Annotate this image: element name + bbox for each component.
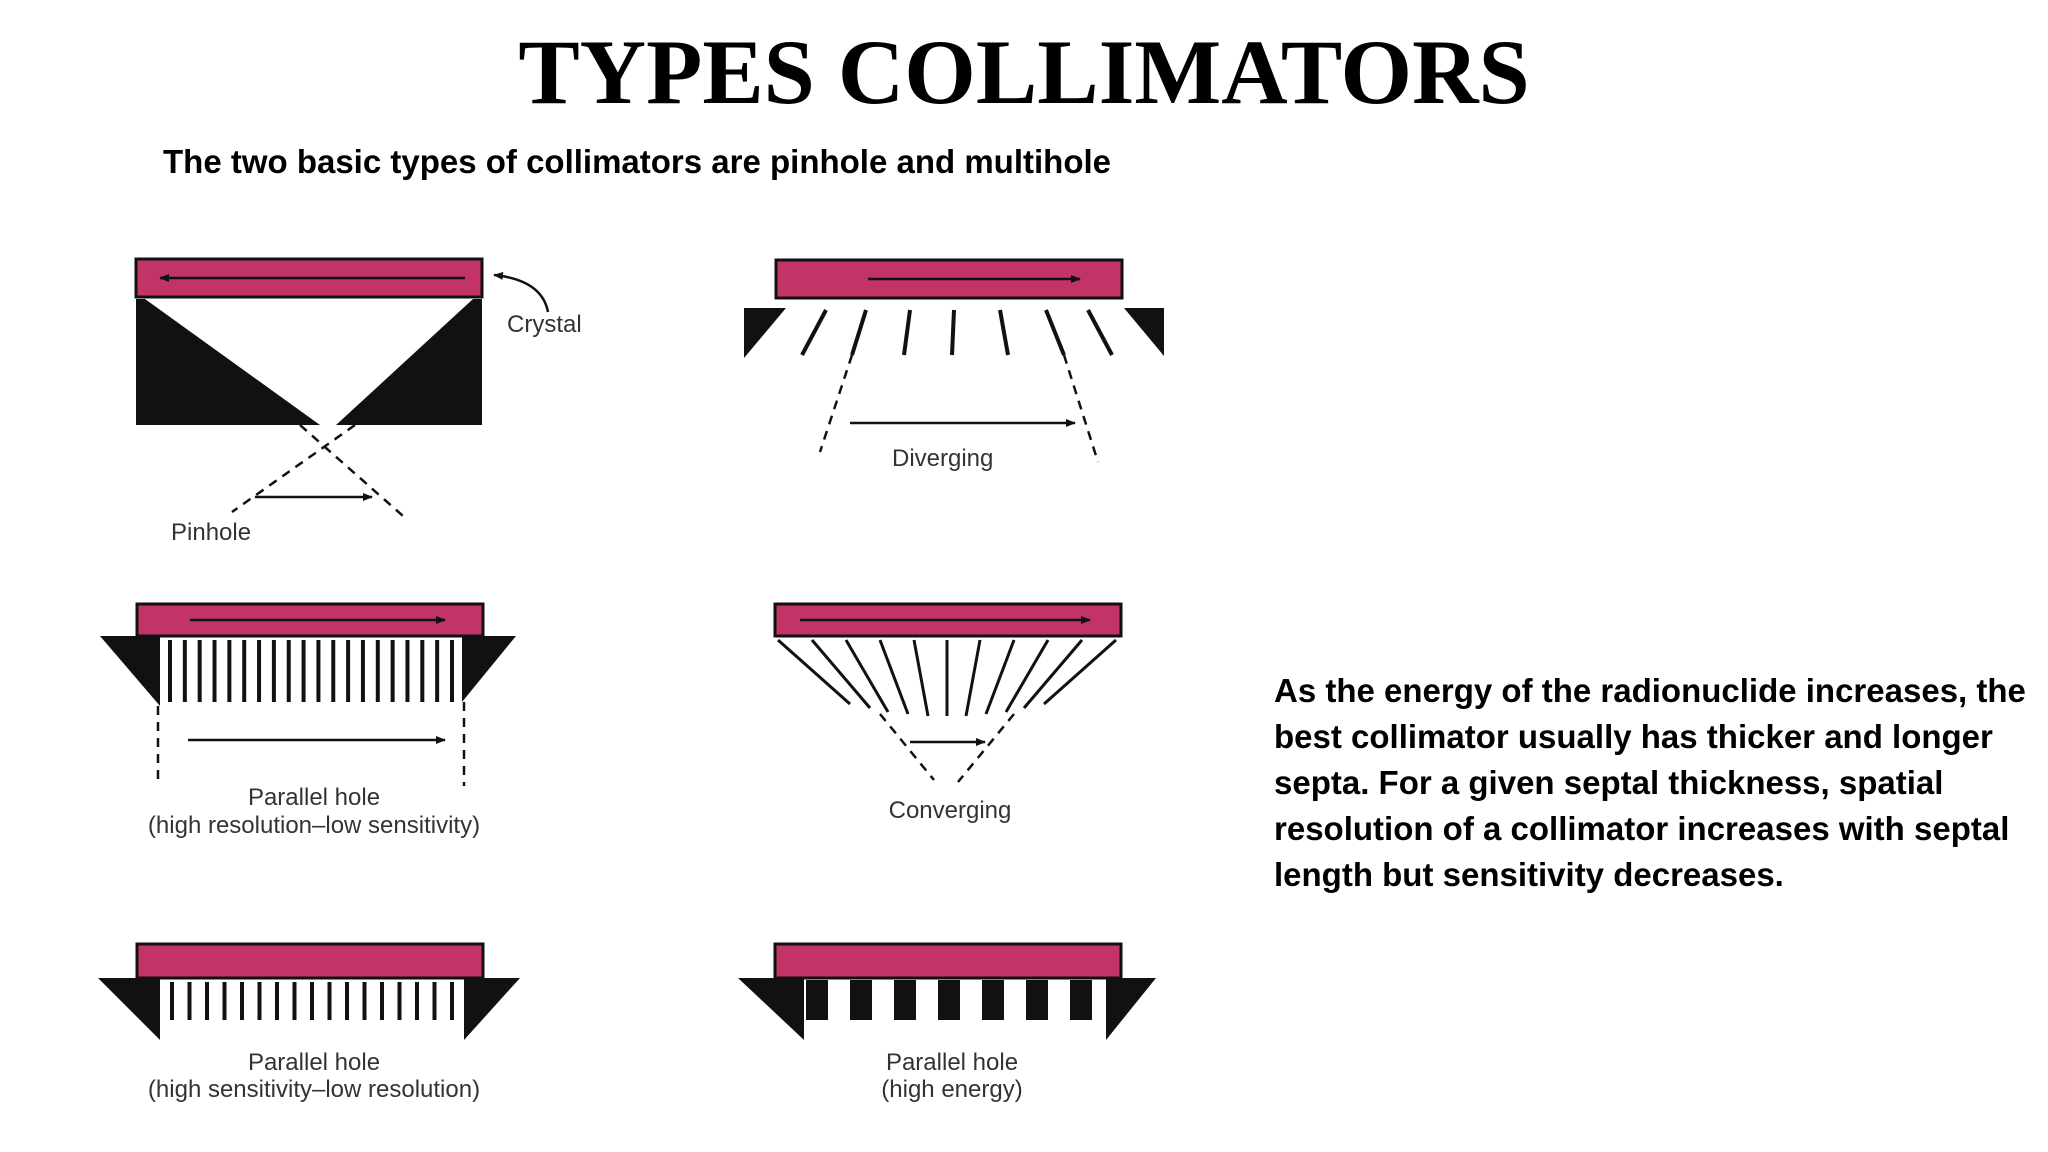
parallel-hs-label-1: Parallel hole (248, 1049, 380, 1076)
converging-label: Converging (889, 797, 1012, 824)
parallel-he-septum (894, 980, 916, 1020)
parallel-hr-left-shield (100, 636, 160, 706)
parallel-he-septum (1026, 980, 1048, 1020)
parallel-hr-septa (168, 640, 454, 702)
parallel-he-septum (938, 980, 960, 1020)
slide-title: TYPES COLLIMATORS (518, 21, 1530, 123)
diverging-collimator: Diverging (744, 258, 1164, 472)
parallel-he-right-shield (1106, 978, 1156, 1040)
parallel-hs-septa (170, 982, 454, 1020)
diverging-septa (800, 309, 1114, 356)
converging-ray-left (879, 713, 935, 781)
parallel-hr-right-shield (462, 636, 516, 702)
parallel-he-septum (806, 980, 828, 1020)
parallel-he-label-1: Parallel hole (886, 1049, 1018, 1076)
explanation-text: As the energy of the radionuclide increa… (1274, 672, 2026, 893)
diverging-right-shield (1124, 308, 1164, 356)
parallel-he-septa (806, 980, 1092, 1020)
converging-collimator: Converging (773, 602, 1123, 824)
converging-ray-right (957, 713, 1015, 783)
pinhole-ray-right (299, 424, 404, 517)
pinhole-ray-left (231, 423, 356, 514)
parallel-he-septum (1070, 980, 1092, 1020)
pinhole-collimator: Crystal Pinhole (134, 257, 582, 546)
parallel-hr-collimator: Parallel hole (high resolution–low sensi… (100, 602, 516, 839)
pinhole-left-septum (136, 299, 320, 425)
parallel-he-septum (850, 980, 872, 1020)
diverging-label: Diverging (892, 445, 993, 472)
parallel-hr-label-1: Parallel hole (248, 784, 380, 811)
pinhole-right-septum (336, 299, 482, 425)
parallel-hs-label-2: (high sensitivity–low resolution) (148, 1076, 480, 1103)
parallel-hs-right-shield (464, 978, 520, 1040)
parallel-hr-label-2: (high resolution–low sensitivity) (148, 812, 480, 839)
parallel-hs-collimator: Parallel hole (high sensitivity–low reso… (98, 942, 520, 1103)
parallel-he-septum (982, 980, 1004, 1020)
diverging-left-shield (744, 308, 786, 358)
crystal-label: Crystal (507, 311, 582, 338)
parallel-he-left-shield (738, 978, 804, 1040)
diverging-ray-left (818, 354, 854, 453)
slide-subtitle: The two basic types of collimators are p… (163, 143, 1111, 180)
parallel-he-crystal (773, 942, 1123, 980)
parallel-hs-crystal (135, 942, 485, 980)
parallel-he-collimator: Parallel hole (high energy) (738, 942, 1156, 1103)
parallel-he-label-2: (high energy) (881, 1076, 1022, 1103)
crystal-pointer-arrow (493, 271, 550, 313)
diverging-ray-right (1062, 354, 1100, 463)
parallel-hs-left-shield (98, 978, 160, 1040)
pinhole-label: Pinhole (171, 519, 251, 546)
converging-septa (777, 638, 1117, 717)
